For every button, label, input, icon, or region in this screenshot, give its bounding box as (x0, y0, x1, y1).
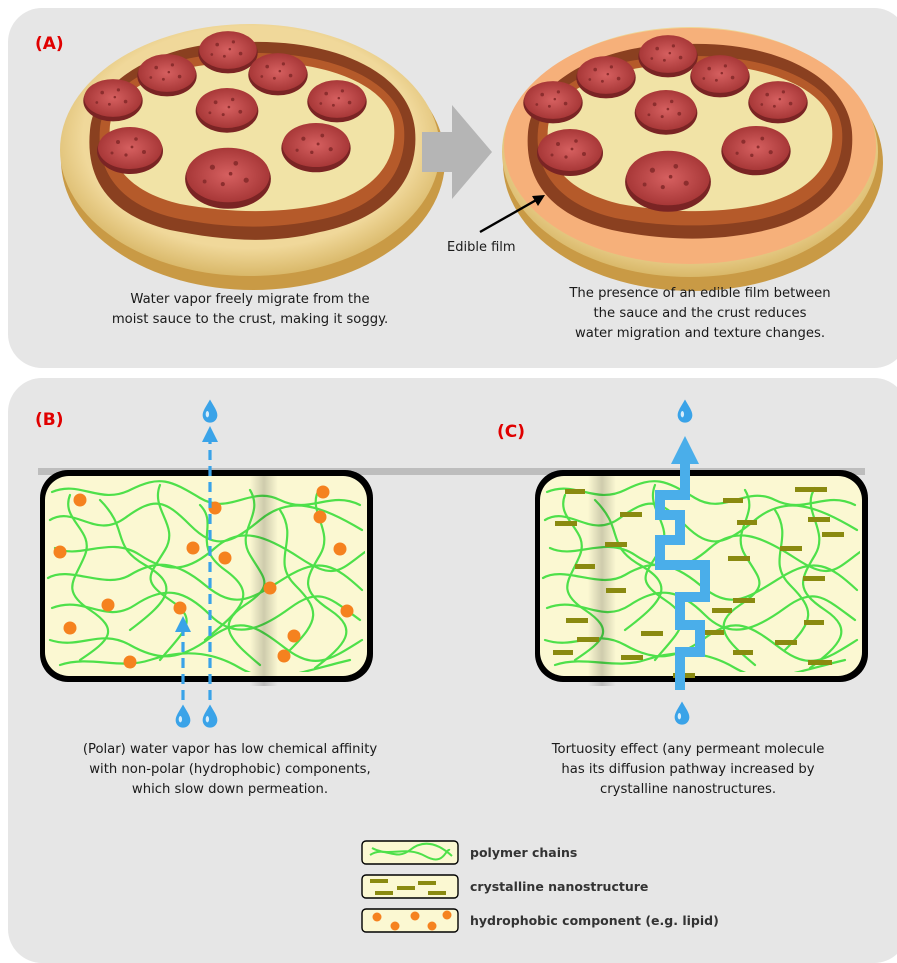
caption-line: with non-polar (hydrophobic) components, (89, 762, 371, 777)
transition-arrow (422, 105, 492, 199)
panel-c-label: (C) (497, 422, 526, 442)
water-drop-icon (202, 399, 218, 423)
water-path-b (181, 440, 212, 700)
caption-a-right: The presence of an edible film between t… (510, 284, 890, 344)
caption-line: Tortuosity effect (any permeant molecule (551, 742, 825, 757)
tortuous-path-c (655, 460, 710, 690)
polymer-chains-swatch (361, 840, 459, 865)
panel-a-label: (A) (35, 34, 64, 54)
caption-line: the sauce and the crust reduces (593, 306, 807, 321)
caption-line: moist sauce to the crust, making it sogg… (111, 312, 389, 327)
water-drop-icon (175, 704, 191, 728)
caption-a-left: Water vapor freely migrate from the mois… (40, 290, 460, 330)
caption-line: The presence of an edible film between (569, 286, 831, 301)
legend-label-crystalline-nanostructure: crystalline nanostructure (470, 879, 649, 894)
edible-film-callout: Edible film (447, 240, 516, 255)
caption-line: (Polar) water vapor has low chemical aff… (82, 742, 378, 757)
caption-line: has its diffusion pathway increased by (561, 762, 815, 777)
caption-line: Water vapor freely migrate from the (130, 292, 370, 307)
caption-b: (Polar) water vapor has low chemical aff… (20, 740, 440, 800)
caption-line: crystalline nanostructures. (599, 782, 777, 797)
legend-label-polymer-chains: polymer chains (470, 845, 578, 860)
panel-b-label: (B) (35, 410, 64, 430)
pizza-right (502, 27, 883, 291)
caption-c: Tortuosity effect (any permeant molecule… (488, 740, 888, 800)
water-drop-icon (202, 704, 218, 728)
crystalline-nanostructure-swatch (361, 874, 459, 899)
lipid-particles (53, 485, 354, 669)
water-drop-icon (677, 399, 693, 423)
film-b (38, 468, 865, 686)
pizza-left (60, 24, 445, 290)
water-drop-icon (674, 701, 690, 725)
edible-film-pointer (479, 197, 539, 234)
caption-line: which slow down permeation. (131, 782, 329, 797)
hydrophobic-component-swatch (361, 908, 459, 933)
caption-line: water migration and texture changes. (574, 326, 826, 341)
legend-label-hydrophobic-component: hydrophobic component (e.g. lipid) (470, 913, 719, 928)
